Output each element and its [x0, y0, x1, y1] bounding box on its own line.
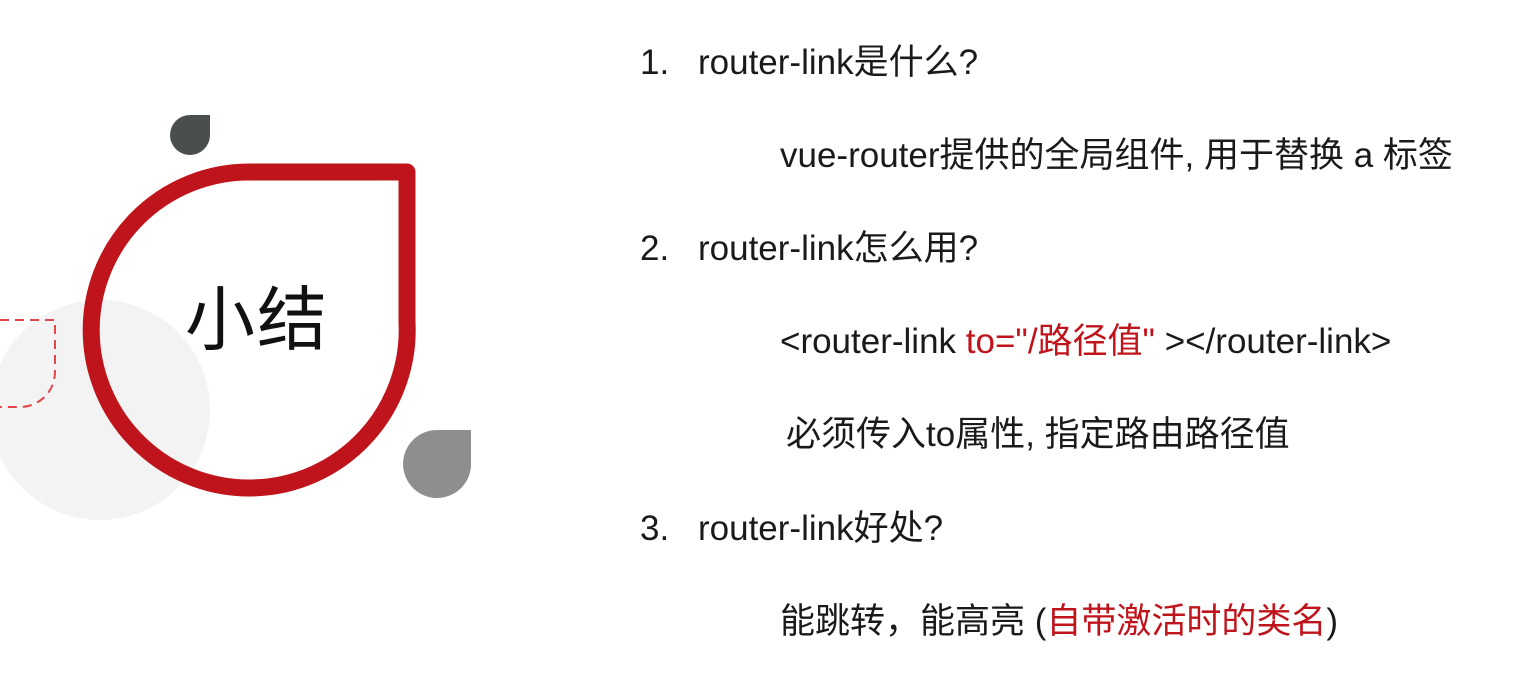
dark-drop-icon	[170, 115, 210, 155]
red-teardrop-frame	[82, 163, 416, 497]
note-2: 必须传入to属性, 指定路由路径值	[786, 415, 1290, 454]
question-2: 2. router-link怎么用?	[640, 227, 978, 271]
answer-1: vue-router提供的全局组件, 用于替换 a 标签	[780, 136, 1453, 175]
decoration-graphic	[0, 115, 472, 520]
code-example: <router-link to="/路径值" ></router-link>	[780, 320, 1391, 364]
answer-3-prefix: 能跳转，能高亮 (	[780, 602, 1047, 641]
code-open-tag: <router-link	[780, 322, 966, 361]
question-1: 1. router-link是什么?	[640, 41, 978, 85]
question-2-text: router-link怎么用?	[698, 229, 979, 268]
slide-title: 小结	[185, 281, 329, 359]
question-1-number: 1.	[640, 43, 670, 82]
question-3-text: router-link好处?	[698, 509, 944, 548]
code-to-attribute: to="/路径值"	[965, 322, 1155, 361]
question-1-text: router-link是什么?	[698, 43, 979, 82]
gray-drop-icon	[403, 430, 472, 498]
dashed-red-outline	[0, 319, 56, 408]
answer-3: 能跳转，能高亮 (自带激活时的类名)	[780, 600, 1338, 644]
question-3-number: 3.	[640, 509, 670, 548]
answer-3-highlight: 自带激活时的类名	[1046, 602, 1327, 641]
question-3: 3. router-link好处?	[640, 507, 943, 551]
question-2-number: 2.	[640, 229, 670, 268]
code-close-tag: ></router-link>	[1154, 322, 1392, 361]
answer-3-suffix: )	[1326, 602, 1339, 641]
